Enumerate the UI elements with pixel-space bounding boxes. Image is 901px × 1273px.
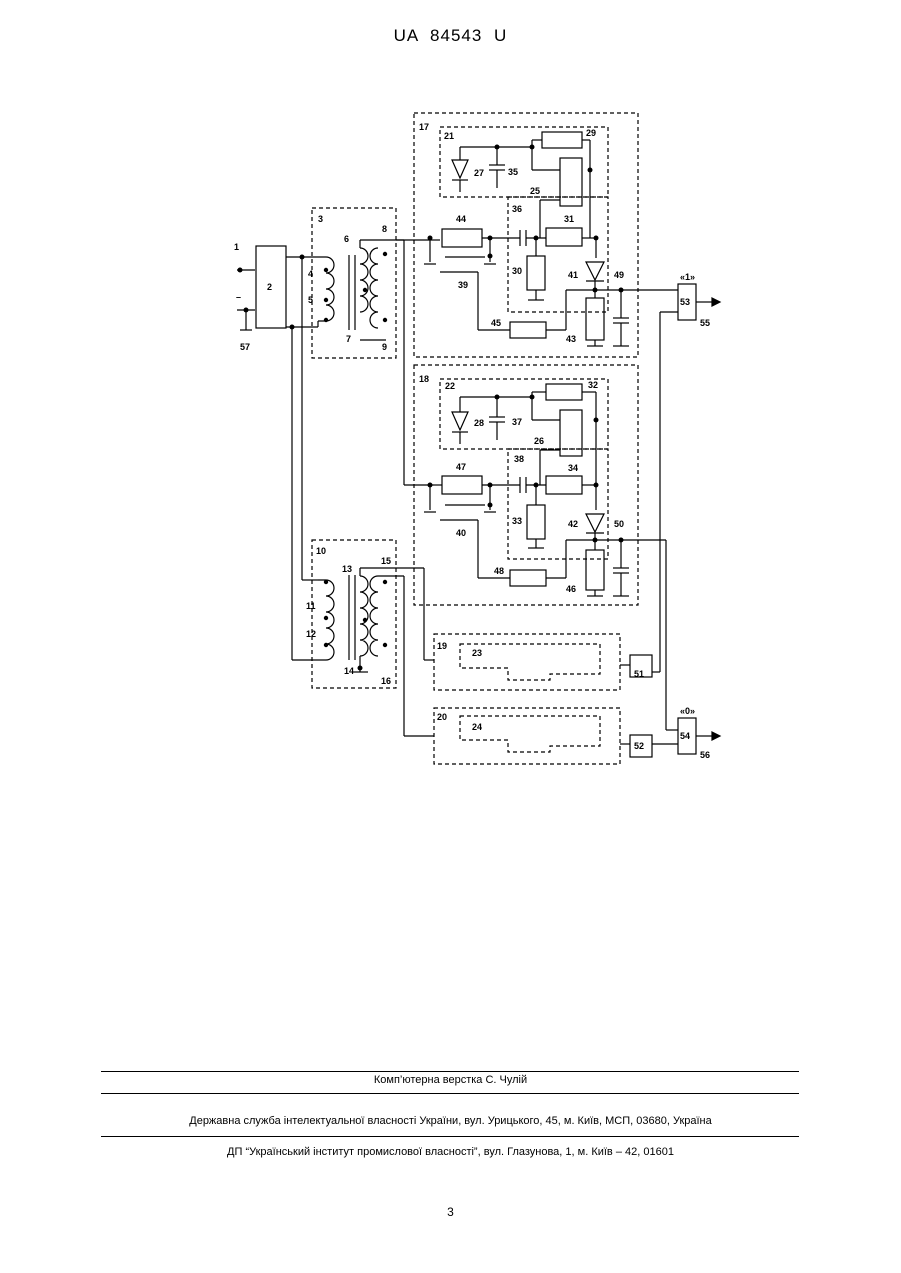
resistor-34 xyxy=(546,476,582,494)
label-16: 16 xyxy=(381,676,391,686)
resistor-33 xyxy=(527,505,545,539)
label-40: 40 xyxy=(456,528,466,538)
label-52: 52 xyxy=(634,741,644,751)
label-17: 17 xyxy=(419,122,429,132)
label-18: 18 xyxy=(419,374,429,384)
footer-rule-2 xyxy=(101,1093,799,1094)
layout-credit: Комп’ютерна верстка С. Чулій xyxy=(0,1074,901,1086)
label-1: 1 xyxy=(234,242,239,252)
label-30: 30 xyxy=(512,266,522,276)
institute-address: ДП “Український інститут промислової вла… xyxy=(0,1146,901,1158)
label-35: 35 xyxy=(508,167,518,177)
label-7: 7 xyxy=(346,334,351,344)
label-14: 14 xyxy=(344,666,354,676)
resistor-46 xyxy=(586,550,604,590)
output-one-label: «1» xyxy=(680,272,695,282)
label-25: 25 xyxy=(530,186,540,196)
label-5: 5 xyxy=(308,295,313,305)
label-55: 55 xyxy=(700,318,710,328)
minus-sign: – xyxy=(236,292,241,302)
resistor-47 xyxy=(442,476,482,494)
label-9: 9 xyxy=(382,342,387,352)
label-42: 42 xyxy=(568,519,578,529)
label-49: 49 xyxy=(614,270,624,280)
label-37: 37 xyxy=(512,417,522,427)
label-23: 23 xyxy=(472,648,482,658)
label-36: 36 xyxy=(512,204,522,214)
resistor-30 xyxy=(527,256,545,290)
resistor-32 xyxy=(546,384,582,400)
resistor-48 xyxy=(510,570,546,586)
label-38: 38 xyxy=(514,454,524,464)
label-32: 32 xyxy=(588,380,598,390)
label-46: 46 xyxy=(566,584,576,594)
footer-rule-1 xyxy=(101,1071,799,1072)
label-53: 53 xyxy=(680,297,690,307)
resistor-29 xyxy=(542,132,582,148)
label-47: 47 xyxy=(456,462,466,472)
label-33: 33 xyxy=(512,516,522,526)
label-48: 48 xyxy=(494,566,504,576)
label-2: 2 xyxy=(267,282,272,292)
output-zero-label: «0» xyxy=(680,706,695,716)
circuit-diagram: 1 2 3 4 5 6 7 8 9 10 11 12 13 14 15 16 1… xyxy=(0,0,901,800)
resistor-44 xyxy=(442,229,482,247)
label-13: 13 xyxy=(342,564,352,574)
label-45: 45 xyxy=(491,318,501,328)
label-20: 20 xyxy=(437,712,447,722)
label-15: 15 xyxy=(381,556,391,566)
footer-rule-3 xyxy=(101,1136,799,1137)
label-26: 26 xyxy=(534,436,544,446)
label-21: 21 xyxy=(444,131,454,141)
label-34: 34 xyxy=(568,463,578,473)
label-12: 12 xyxy=(306,629,316,639)
resistor-43 xyxy=(586,298,604,340)
label-24: 24 xyxy=(472,722,482,732)
page-number: 3 xyxy=(0,1205,901,1219)
block-19 xyxy=(434,634,620,690)
label-43: 43 xyxy=(566,334,576,344)
resistor-31 xyxy=(546,228,582,246)
label-50: 50 xyxy=(614,519,624,529)
label-27: 27 xyxy=(474,168,484,178)
label-3: 3 xyxy=(318,214,323,224)
label-54: 54 xyxy=(680,731,690,741)
label-29: 29 xyxy=(586,128,596,138)
label-41: 41 xyxy=(568,270,578,280)
label-28: 28 xyxy=(474,418,484,428)
agency-address: Державна служба інтелектуальної власност… xyxy=(0,1115,901,1127)
label-10: 10 xyxy=(316,546,326,556)
label-57: 57 xyxy=(240,342,250,352)
opamp-25 xyxy=(560,158,582,206)
label-6: 6 xyxy=(344,234,349,244)
label-51: 51 xyxy=(634,669,644,679)
label-8: 8 xyxy=(382,224,387,234)
label-22: 22 xyxy=(445,381,455,391)
label-19: 19 xyxy=(437,641,447,651)
label-4: 4 xyxy=(308,269,313,279)
resistor-45 xyxy=(510,322,546,338)
label-39: 39 xyxy=(458,280,468,290)
label-56: 56 xyxy=(700,750,710,760)
label-44: 44 xyxy=(456,214,466,224)
label-11: 11 xyxy=(306,601,316,611)
label-31: 31 xyxy=(564,214,574,224)
